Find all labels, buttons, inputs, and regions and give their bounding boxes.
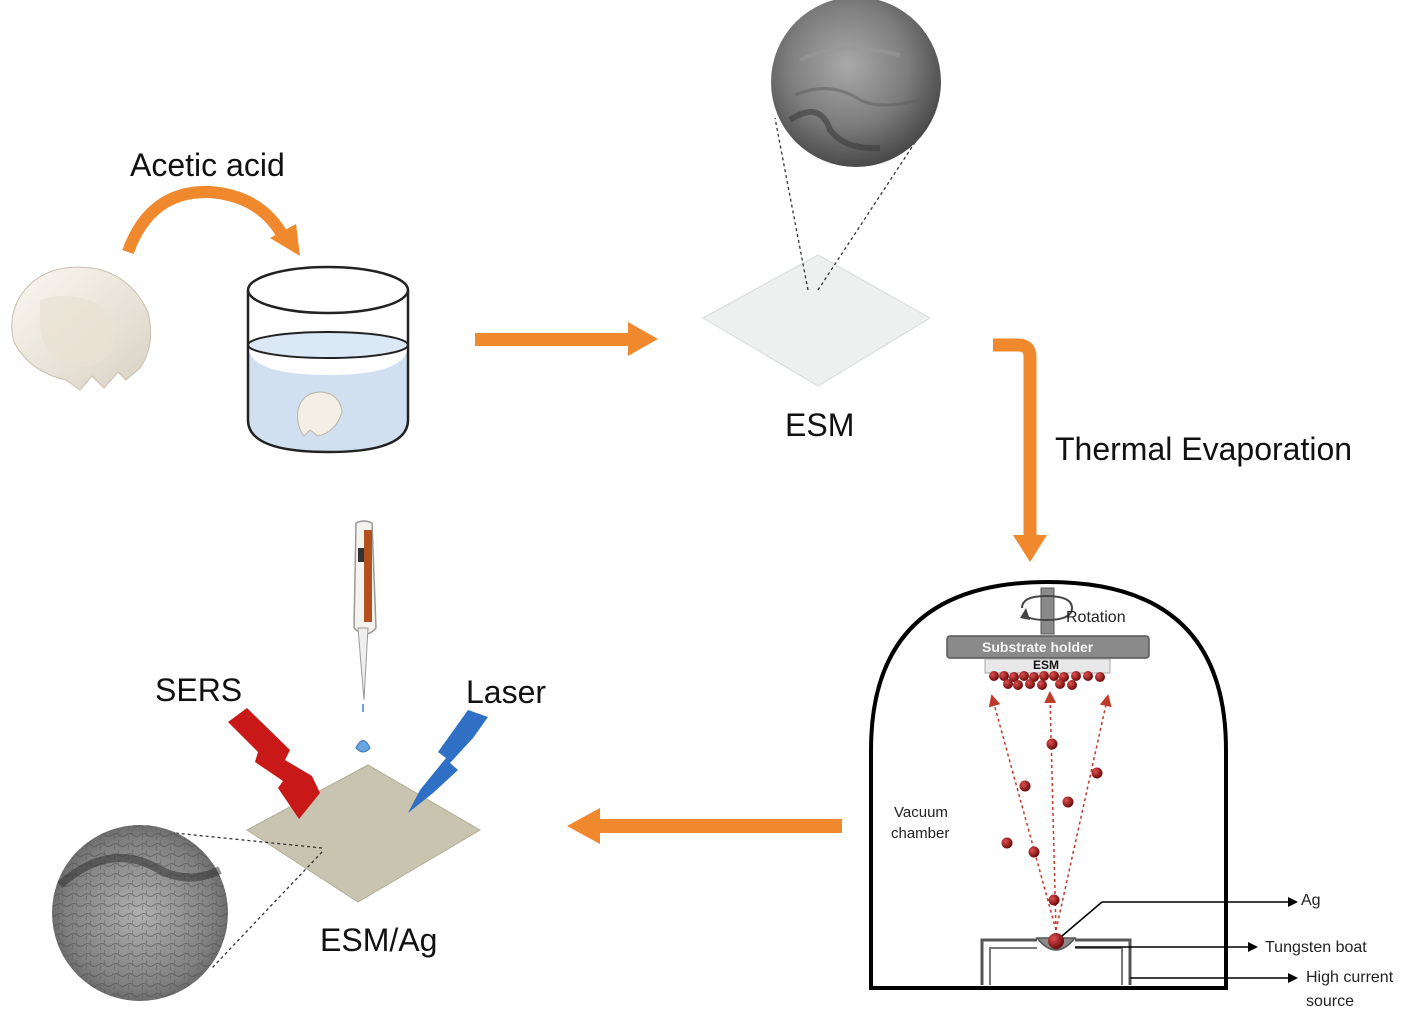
high-current-label: High current: [1306, 969, 1394, 986]
ag-particle: [1037, 680, 1047, 690]
beaker-icon: [246, 265, 410, 454]
ag-source-particle: [1048, 933, 1064, 949]
esm-label: ESM: [785, 407, 855, 443]
ag-particle: [1095, 672, 1105, 682]
esm-ag-label: ESM/Ag: [320, 922, 438, 958]
ag-particle: [1046, 738, 1058, 750]
source-label: source: [1306, 993, 1355, 1010]
ag-particle: [1028, 846, 1040, 858]
ag-particle: [1055, 679, 1065, 689]
sers-bolt-icon: [228, 708, 320, 819]
ag-particle: [1091, 767, 1103, 779]
laser-bolt-icon: [408, 710, 488, 813]
pipette-icon: [353, 520, 377, 753]
acetic-acid-arrow: [122, 185, 300, 256]
ag-particle: [999, 671, 1009, 681]
ag-particle: [1019, 671, 1029, 681]
thermal-evaporation-label: Thermal Evaporation: [1055, 431, 1353, 467]
chamber-label: chamber: [891, 825, 950, 842]
arrow-to-esm-ag: [567, 808, 842, 844]
ag-particle: [1083, 671, 1093, 681]
ag-particle: [1039, 671, 1049, 681]
ag-particle: [1003, 679, 1013, 689]
vacuum-chamber: [869, 579, 1298, 990]
ag-label: Ag: [1301, 892, 1321, 909]
arrow-to-esm: [475, 322, 658, 356]
ag-particles: [989, 671, 1105, 949]
ag-particle: [1048, 894, 1060, 906]
vacuum-label: Vacuum: [894, 804, 948, 821]
substrate-holder-label: Substrate holder: [982, 639, 1094, 655]
ag-particle: [989, 671, 999, 681]
rotation-label: Rotation: [1066, 609, 1126, 626]
laser-label: Laser: [466, 674, 547, 710]
ag-particle: [1013, 680, 1023, 690]
ag-particle: [1025, 679, 1035, 689]
tungsten-boat-label: Tungsten boat: [1265, 939, 1367, 956]
eggshell-icon: [11, 266, 152, 391]
ag-particle: [1001, 837, 1013, 849]
ag-particle: [1009, 672, 1019, 682]
esm-small-label: ESM: [1033, 658, 1060, 672]
sem-magnifier-icon: [52, 825, 228, 1001]
sem-magnifier-icon: [771, 0, 941, 167]
ag-particle: [1049, 671, 1059, 681]
ag-particle: [1071, 671, 1081, 681]
ag-particle: [1019, 780, 1031, 792]
esm-sheet: [701, 111, 936, 387]
sers-label: SERS: [155, 672, 243, 708]
ag-particle: [1062, 796, 1074, 808]
acetic-acid-label: Acetic acid: [130, 147, 285, 183]
arrow-to-chamber: [993, 338, 1047, 562]
ag-particle: [1067, 680, 1077, 690]
